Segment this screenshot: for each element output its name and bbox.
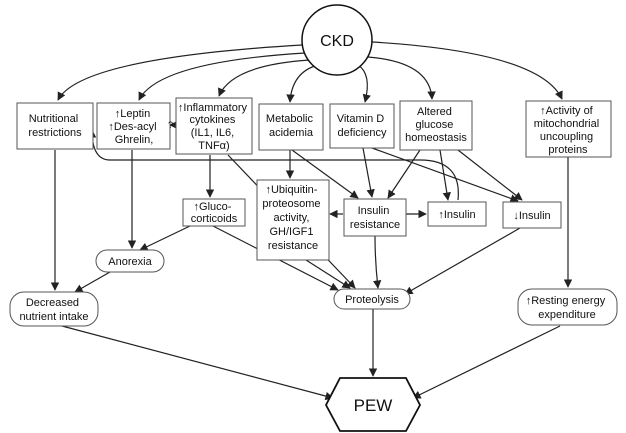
node-mitochondrial-line: mitochondrial: [534, 118, 599, 130]
node-insulin-up: ↑Insulin: [427, 201, 487, 227]
svg-text:Altered glucose: Altered glucose homeostasis: [405, 106, 467, 144]
svg-text:↑Inflammatory cytokine: ↑Inflammatory cytokines (IL1, IL6, TNFα): [178, 102, 250, 152]
node-glucose-line: glucose: [416, 119, 454, 131]
node-metabolic-line: acidemia: [269, 127, 314, 139]
node-glucocorticoids-line: ↑Gluco-: [194, 201, 232, 213]
node-insulin-up-line: ↑Insulin: [438, 209, 475, 221]
edge-metabolic-insulin-resistance: [291, 149, 359, 199]
edge-anorexia-decreased: [74, 271, 111, 293]
node-ckd-line: CKD: [320, 33, 354, 50]
svg-text:↑Gluco- corticoids: ↑Gluco- corticoids: [191, 201, 238, 225]
node-ubiquitin-line: resistance: [268, 240, 318, 252]
node-resting-energy: ↑Resting energy expenditure: [517, 288, 618, 326]
node-leptin-line: Ghrelin,: [115, 134, 154, 146]
node-pew-line: PEW: [354, 396, 393, 415]
svg-text:↑Insulin: ↑Insulin: [438, 209, 475, 221]
edge-glucose-insulin-up: [439, 149, 451, 201]
edge-glucose-insulin-down: [457, 149, 523, 201]
edge-ckd-metabolic: [286, 64, 319, 103]
node-insulin-resistance: Insulin resistance: [343, 198, 407, 237]
edge-insulin-resistance-proteolysis: [372, 235, 382, 289]
edge-decreased-pew: [61, 325, 334, 401]
svg-text:PEW: PEW: [354, 396, 393, 415]
node-cytokines-line: ↑Inflammatory: [178, 102, 248, 114]
edge-vitamin-insulin-resistance: [362, 147, 375, 198]
edge-resting-pew: [412, 325, 561, 399]
nodes: CKD Nutritional restrictions ↑Leptin ↑De…: [9, 4, 618, 432]
node-ubiquitin-line: GH/IGF1: [269, 226, 313, 238]
node-pew: PEW: [324, 377, 422, 432]
edge-ubiquitin-proteolysis: [305, 259, 351, 289]
edge-ckd-leptin: [138, 52, 306, 101]
edge-label-question: ?: [168, 120, 173, 130]
edge-ckd-vitamin: [357, 64, 371, 103]
edge-vitamin-insulin-down: [371, 147, 519, 203]
svg-text:↑Resting energy expend: ↑Resting energy expenditure: [526, 295, 609, 321]
svg-text:Anorexia: Anorexia: [108, 256, 152, 268]
node-decreased-line: nutrient intake: [19, 311, 88, 323]
svg-text:Insulin resistance: Insulin resistance: [350, 205, 400, 231]
node-decreased-line: Decreased: [26, 297, 79, 309]
edge-insulin-up-leptin: [87, 129, 459, 201]
edge-ckd-mitochondrial: [371, 41, 563, 100]
node-cytokines: ↑Inflammatory cytokines (IL1, IL6, TNFα): [175, 97, 253, 155]
node-metabolic-acidemia: Metabolic acidemia: [258, 103, 324, 151]
node-nutritional-line: restrictions: [28, 127, 82, 139]
node-resting-line: ↑Resting energy: [526, 295, 606, 307]
edge-glucocorticoids-anorexia: [139, 225, 191, 251]
edge-ckd-nutritional: [57, 44, 303, 101]
svg-text:Nutritional restrictio: Nutritional restrictions: [28, 113, 82, 139]
node-glucocorticoids: ↑Gluco- corticoids: [182, 198, 246, 227]
node-nutritional-restrictions: Nutritional restrictions: [16, 102, 94, 150]
edge-glucose-insulin-resistance: [387, 149, 421, 199]
svg-text:↑Activity of mitochond: ↑Activity of mitochondrial uncoupling pr…: [534, 105, 602, 156]
node-insulin-down: ↓Insulin: [502, 201, 562, 229]
node-leptin: ↑Leptin ↑Des-acyl Ghrelin,: [96, 102, 171, 150]
node-anorexia: Anorexia: [95, 249, 165, 273]
node-cytokines-line: TNFα): [198, 140, 229, 152]
node-glucose-homeostasis: Altered glucose homeostasis: [399, 100, 473, 151]
node-ubiquitin: ↑Ubiquitin- proteosome activity, GH/IGF1…: [256, 179, 330, 261]
edge-ckd-cytokines: [218, 59, 311, 97]
node-glucose-line: Altered: [417, 106, 452, 118]
node-insulin-resistance-line: Insulin: [358, 205, 390, 217]
svg-text:CKD: CKD: [320, 33, 354, 50]
node-mitochondrial: ↑Activity of mitochondrial uncoupling pr…: [525, 100, 612, 158]
node-mitochondrial-line: proteins: [548, 144, 588, 156]
edge-insulin-down-proteolysis: [404, 227, 521, 295]
node-nutritional-line: Nutritional: [29, 113, 79, 125]
node-leptin-line: ↑Leptin: [115, 108, 150, 120]
svg-text:↓Insulin: ↓Insulin: [513, 210, 550, 222]
svg-text:↑Ubiquitin- proteosome: ↑Ubiquitin- proteosome activity, GH/IGF1…: [262, 184, 323, 252]
node-vitamin-line: deficiency: [338, 127, 387, 139]
node-cytokines-line: cytokines: [190, 114, 236, 126]
node-resting-line: expenditure: [538, 309, 596, 321]
node-metabolic-line: Metabolic: [266, 113, 314, 125]
svg-text:Proteolysis: Proteolysis: [345, 294, 399, 306]
node-proteolysis: Proteolysis: [333, 288, 411, 310]
svg-text:↑Leptin ↑Des-acyl: ↑Leptin ↑Des-acyl Ghrelin,: [108, 108, 159, 146]
svg-text:Metabolic acidemia: Metabolic acidemia: [266, 113, 316, 139]
edge-ckd-glucose: [367, 56, 436, 100]
node-leptin-line: ↑Des-acyl: [108, 121, 156, 133]
node-insulin-resistance-line: resistance: [350, 219, 400, 231]
node-insulin-down-line: ↓Insulin: [513, 210, 550, 222]
node-glucose-line: homeostasis: [405, 132, 467, 144]
node-anorexia-line: Anorexia: [108, 256, 152, 268]
node-vitamin-line: Vitamin D: [337, 113, 385, 125]
node-ubiquitin-line: ↑Ubiquitin-: [265, 184, 317, 196]
node-proteolysis-line: Proteolysis: [345, 294, 399, 306]
node-ckd: CKD: [301, 4, 373, 76]
svg-text:Decreased nutrient in: Decreased nutrient intake: [19, 297, 88, 323]
node-decreased-intake: Decreased nutrient intake: [9, 291, 99, 327]
node-ubiquitin-line: activity,: [274, 212, 310, 224]
node-mitochondrial-line: ↑Activity of: [540, 105, 594, 117]
node-glucocorticoids-line: corticoids: [191, 213, 238, 225]
node-ubiquitin-line: proteosome: [262, 198, 320, 210]
svg-text:Vitamin D deficiency: Vitamin D deficiency: [337, 113, 388, 139]
node-vitamin-d: Vitamin D deficiency: [329, 103, 395, 149]
node-cytokines-line: (IL1, IL6,: [191, 127, 234, 139]
node-mitochondrial-line: uncoupling: [540, 131, 593, 143]
